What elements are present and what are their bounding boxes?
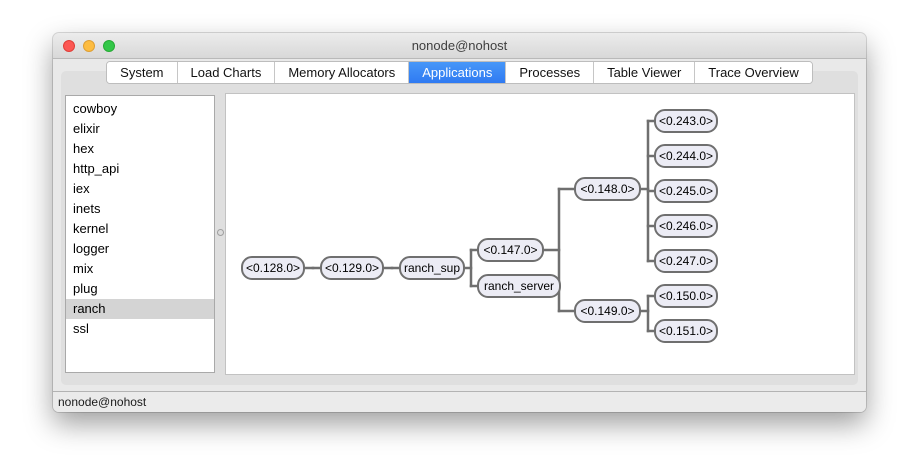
tree-node-p246[interactable]: <0.246.0> (654, 214, 718, 238)
supervision-tree-panel: <0.128.0> <0.129.0> ranch_sup <0.147.0> ranc… (225, 93, 855, 375)
tree-node-p147[interactable]: <0.147.0> (477, 238, 544, 262)
tree-node-p150[interactable]: <0.150.0> (654, 284, 718, 308)
traffic-lights (63, 40, 115, 52)
tree-node-ranch-sup[interactable]: ranch_sup (399, 256, 465, 280)
window-title: nonode@nohost (411, 38, 508, 53)
tab-processes[interactable]: Processes (506, 62, 595, 83)
tab-trace-overview[interactable]: Trace Overview (695, 62, 812, 83)
close-button[interactable] (63, 40, 75, 52)
tree-node-p247[interactable]: <0.247.0> (654, 249, 718, 273)
sidebar-item-kernel[interactable]: kernel (73, 221, 109, 236)
tab-load-charts[interactable]: Load Charts (177, 62, 276, 83)
tree-node-p245[interactable]: <0.245.0> (654, 179, 718, 203)
splitter-handle[interactable] (217, 229, 224, 236)
tree-node-p129[interactable]: <0.129.0> (320, 256, 384, 280)
tree-node-p148[interactable]: <0.148.0> (574, 177, 641, 201)
tab-table-viewer[interactable]: Table Viewer (594, 62, 696, 83)
title-bar[interactable]: nonode@nohost (53, 33, 866, 59)
sidebar-item-logger[interactable]: logger (73, 241, 110, 256)
tree-canvas: <0.128.0> <0.129.0> ranch_sup <0.147.0> ranc… (226, 94, 854, 374)
sidebar-item-elixir[interactable]: elixir (73, 121, 100, 136)
tree-node-ranch-server[interactable]: ranch_server (477, 274, 561, 298)
sidebar-item-plug[interactable]: plug (73, 281, 98, 296)
sidebar-item-inets[interactable]: inets (73, 201, 101, 216)
sidebar-item-iex[interactable]: iex (73, 181, 90, 196)
sidebar-item-cowboy[interactable]: cowboy (73, 101, 118, 116)
sidebar-item-mix[interactable]: mix (73, 261, 94, 276)
tab-memory-allocators[interactable]: Memory Allocators (275, 62, 410, 83)
tree-node-p243[interactable]: <0.243.0> (654, 109, 718, 133)
status-bar: nonode@nohost (53, 391, 866, 412)
sidebar-item-http-api[interactable]: http_api (73, 161, 120, 176)
sidebar-item-ranch[interactable]: ranch (66, 299, 214, 319)
tree-node-p128[interactable]: <0.128.0> (241, 256, 305, 280)
sidebar-item-hex[interactable]: hex (73, 141, 94, 156)
tab-system[interactable]: System (107, 62, 178, 83)
tree-node-p244[interactable]: <0.244.0> (654, 144, 718, 168)
tree-node-p151[interactable]: <0.151.0> (654, 319, 718, 343)
zoom-button[interactable] (103, 40, 115, 52)
minimize-button[interactable] (83, 40, 95, 52)
tree-edges (303, 119, 656, 333)
tab-applications[interactable]: Applications (409, 62, 507, 83)
tree-node-p149[interactable]: <0.149.0> (574, 299, 641, 323)
sidebar-item-ssl[interactable]: ssl (73, 321, 89, 336)
